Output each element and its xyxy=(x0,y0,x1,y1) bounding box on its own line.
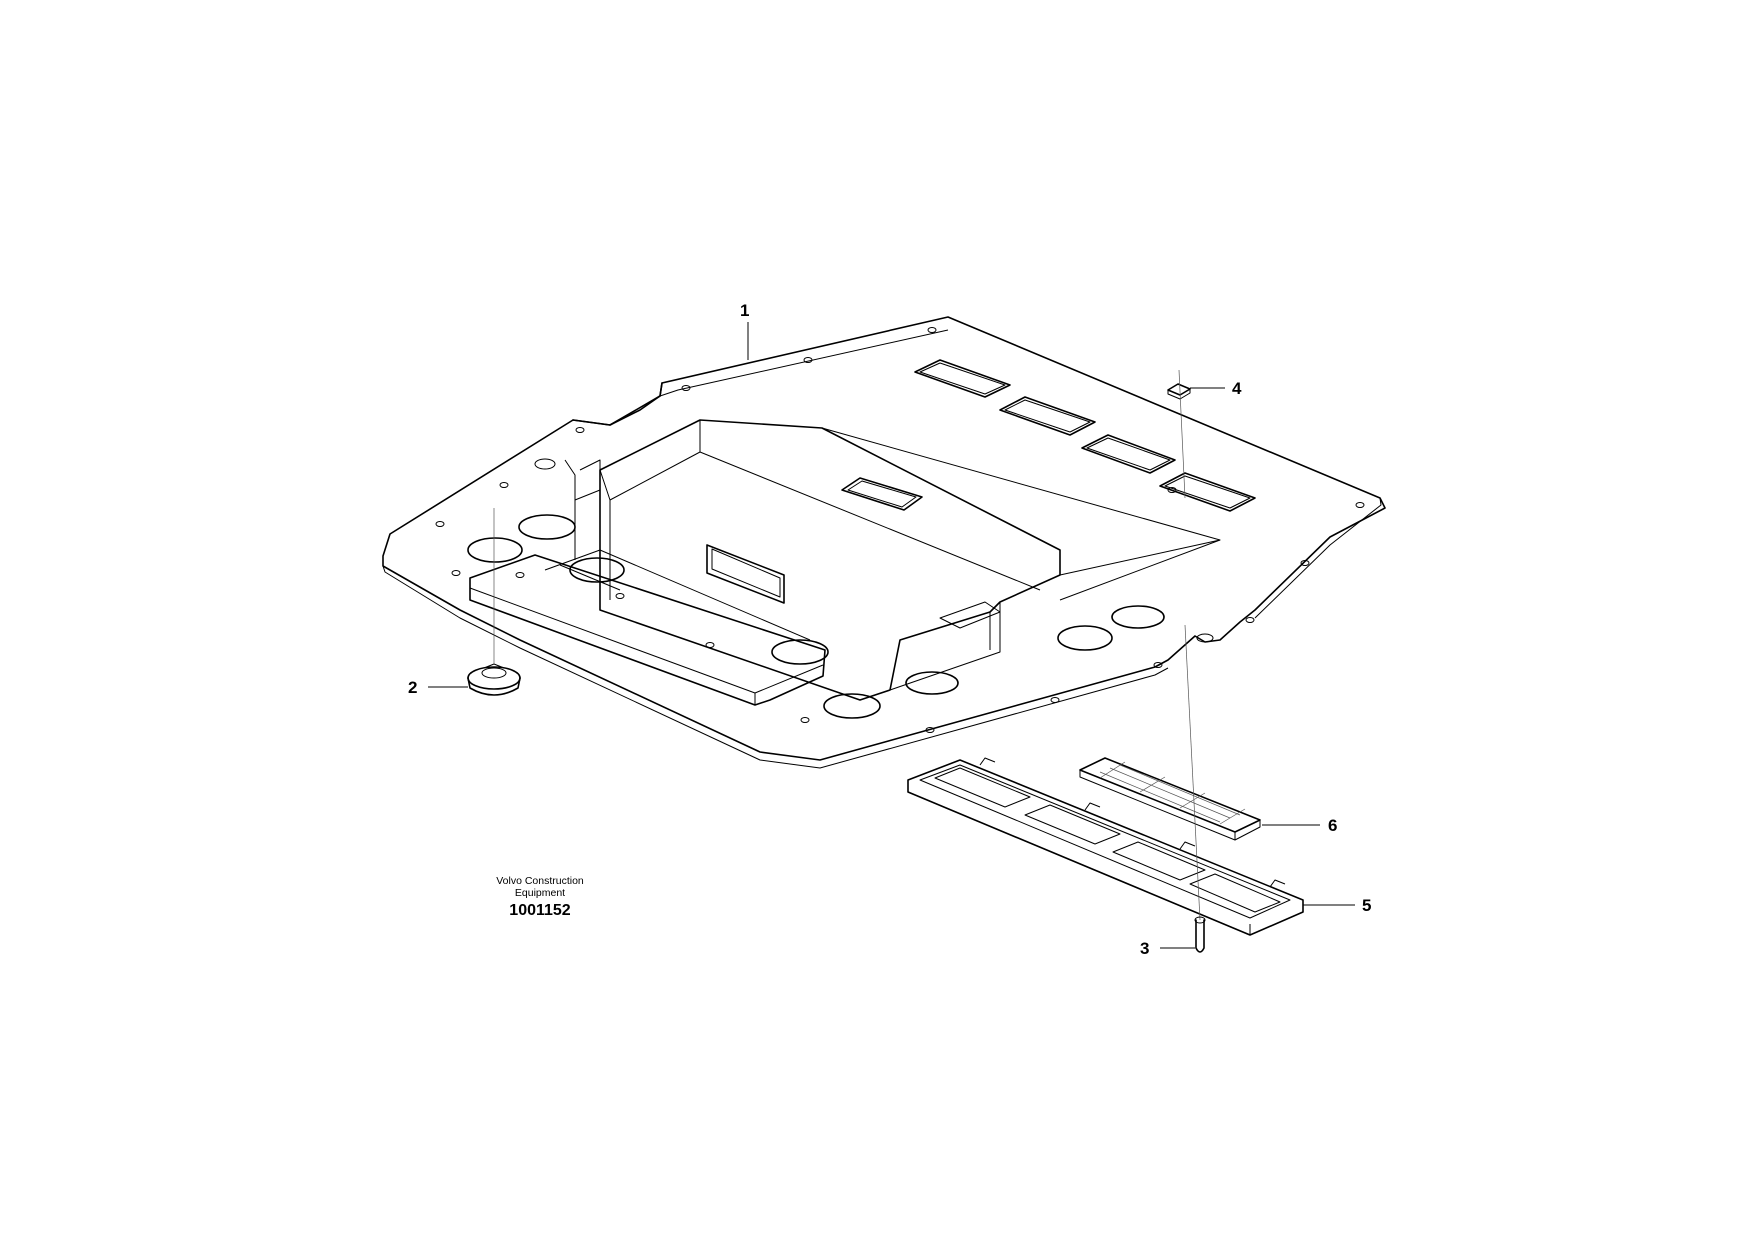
callout-5: 5 xyxy=(1362,896,1371,915)
rear-openings xyxy=(914,359,1256,512)
manufacturer-line-2: Equipment xyxy=(514,887,566,899)
manufacturer-line-1: Volvo Construction xyxy=(496,875,584,887)
callout-4: 4 xyxy=(1232,379,1242,398)
filter-mat-part-6 xyxy=(1079,757,1261,841)
screw-part-3 xyxy=(1184,624,1206,953)
filter-frame-part-5 xyxy=(907,757,1304,936)
manufacturer-caption: Volvo Construction Equipment xyxy=(460,875,620,899)
mounting-holes xyxy=(435,327,1365,733)
clip-part-4 xyxy=(1167,369,1191,499)
callout-6: 6 xyxy=(1328,816,1337,835)
figure-number: 1001152 xyxy=(509,902,571,919)
callout-1: 1 xyxy=(740,301,749,320)
callout-labels: 1 2 3 4 5 6 xyxy=(408,301,1371,958)
callout-leaders xyxy=(428,322,1355,949)
floor-panel-part-1 xyxy=(382,316,1386,769)
callout-2: 2 xyxy=(408,678,417,697)
floor-holes xyxy=(467,458,1214,719)
callout-3: 3 xyxy=(1140,939,1149,958)
plug-part-2 xyxy=(467,508,521,696)
